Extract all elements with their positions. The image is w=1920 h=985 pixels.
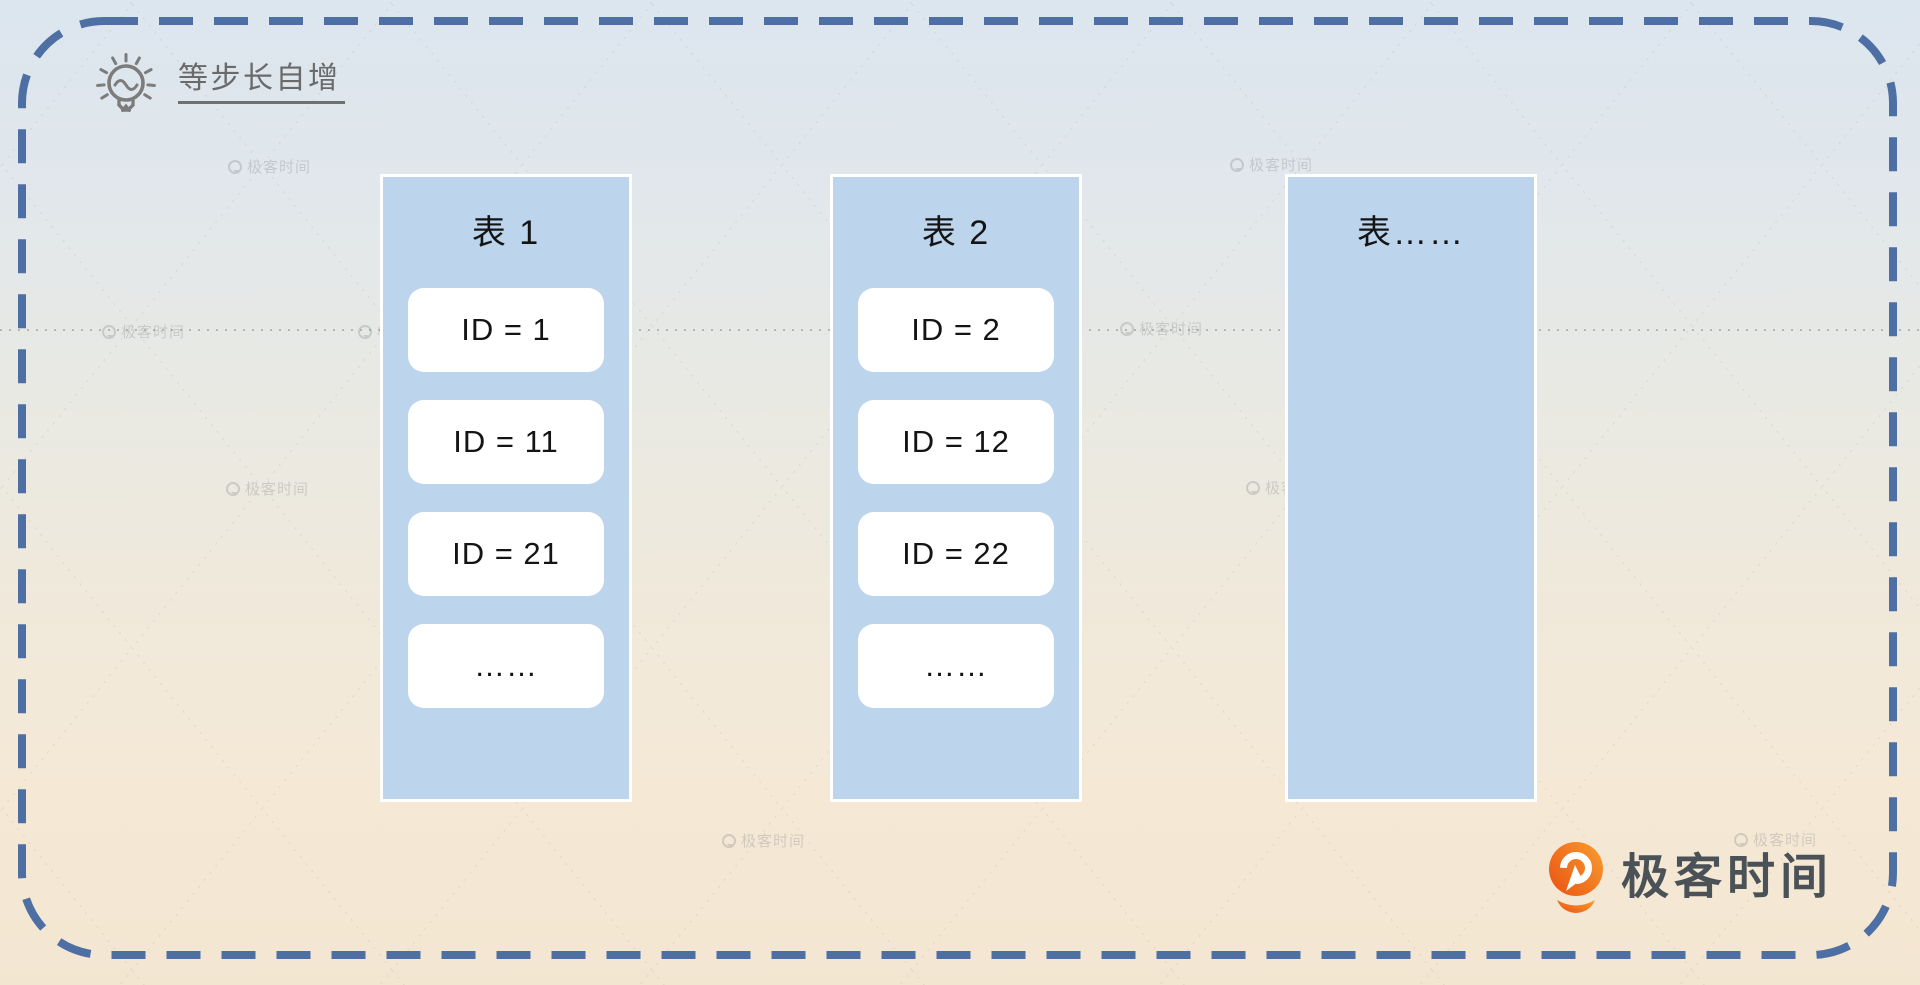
watermark-logo-icon: [722, 833, 736, 848]
geektime-logo-icon: [1549, 842, 1603, 913]
table-row: ID = 1: [408, 288, 604, 372]
table-row: ……: [858, 624, 1054, 708]
watermark: 极客时间: [1120, 318, 1203, 339]
watermark-logo-icon: [226, 481, 240, 496]
table-row: ID = 11: [408, 400, 604, 484]
watermark: 极客时间: [226, 478, 309, 499]
watermark: 极客时间: [228, 156, 311, 177]
table-row: ID = 21: [408, 512, 604, 596]
table-column-more: 表……: [1285, 174, 1537, 802]
watermark-text: 极客时间: [1249, 157, 1314, 174]
watermark-text: 极客时间: [1139, 321, 1204, 338]
watermark-logo-icon: [228, 159, 242, 174]
watermark-logo-icon: [1120, 321, 1134, 336]
table-row: ……: [408, 624, 604, 708]
watermark-logo-icon: [1230, 157, 1244, 172]
watermark-logo-icon: [1246, 480, 1260, 495]
brand-logo: 极客时间: [1546, 840, 1833, 916]
table-title: 表……: [1357, 214, 1465, 252]
watermark: 极客时间: [1230, 154, 1313, 175]
table-rows: ID = 1 ID = 11 ID = 21 ……: [408, 288, 604, 708]
diagram-title-block: 等步长自增: [86, 50, 345, 118]
watermark: 极客时间: [102, 321, 185, 342]
watermark-text: 极客时间: [245, 481, 310, 498]
table-title: 表 2: [921, 214, 991, 252]
brand-name: 极客时间: [1621, 851, 1834, 904]
watermark-text: 极客时间: [121, 324, 186, 341]
table-column-1: 表 1 ID = 1 ID = 11 ID = 21 ……: [380, 174, 632, 802]
watermark-logo-icon: [358, 324, 372, 339]
watermark: 极客时间: [722, 830, 805, 851]
watermark-text: 极客时间: [247, 159, 312, 176]
table-row: ID = 12: [858, 400, 1054, 484]
table-row: ID = 2: [858, 288, 1054, 372]
lightbulb-icon: [96, 53, 156, 112]
table-column-2: 表 2 ID = 2 ID = 12 ID = 22 ……: [830, 174, 1082, 802]
watermark-text: 极客时间: [741, 833, 806, 850]
table-title: 表 1: [471, 214, 541, 252]
table-rows: ID = 2 ID = 12 ID = 22 ……: [858, 288, 1054, 708]
page-title: 等步长自增: [178, 50, 345, 104]
watermark-logo-icon: [102, 324, 116, 339]
table-row: ID = 22: [858, 512, 1054, 596]
